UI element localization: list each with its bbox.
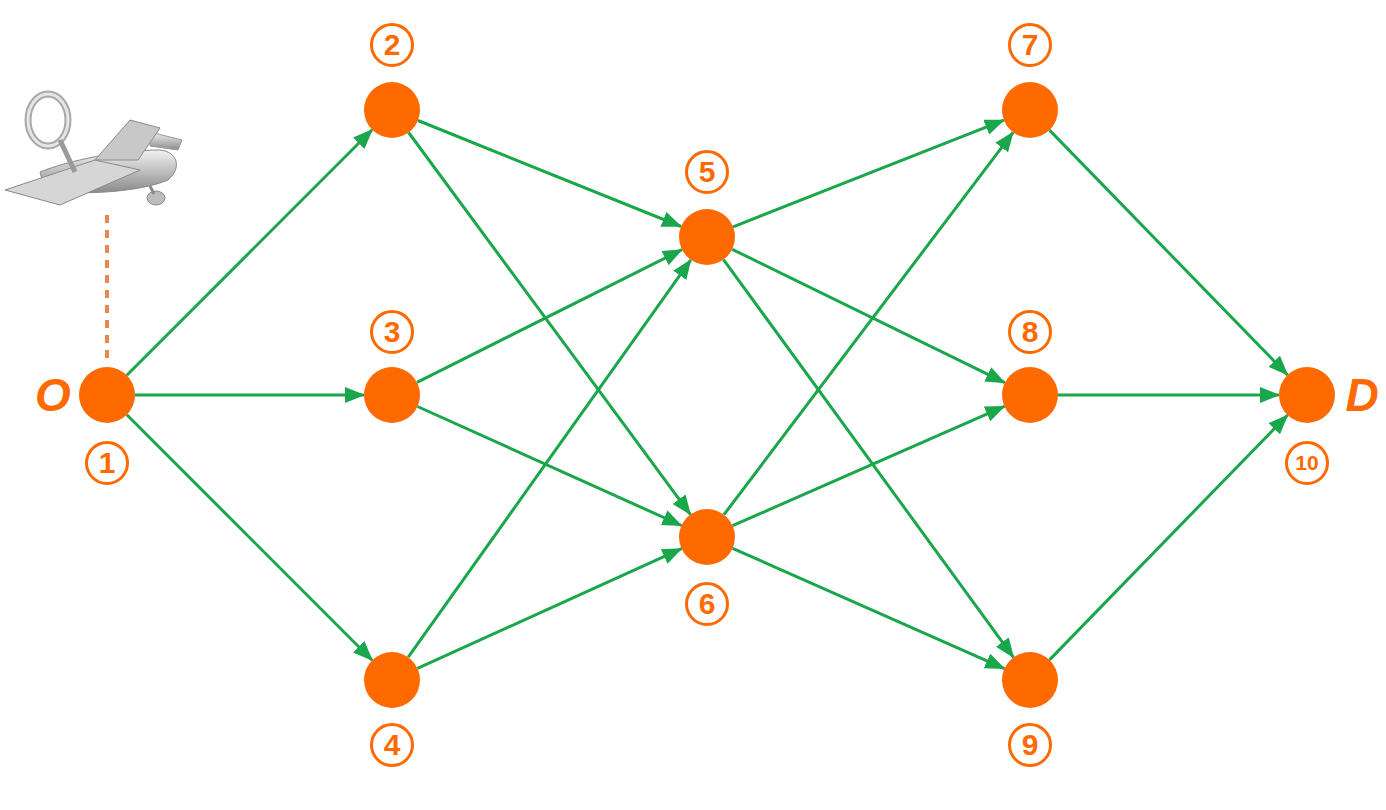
network-node	[79, 367, 135, 423]
flow-arrow	[418, 121, 681, 227]
network-node	[1002, 652, 1058, 708]
uav-plane	[5, 94, 182, 205]
network-node	[364, 367, 420, 423]
network-node	[679, 209, 735, 265]
dashed-drop-line	[105, 215, 109, 360]
node-number: 5	[685, 150, 729, 194]
network-node	[364, 652, 420, 708]
flow-arrow	[732, 249, 1005, 382]
network-node	[364, 82, 420, 138]
node-number: 6	[685, 582, 729, 626]
node-number: 7	[1008, 23, 1052, 67]
network-node	[1279, 367, 1335, 423]
network-node	[1002, 82, 1058, 138]
flow-arrow	[418, 407, 682, 526]
flow-arrow	[135, 394, 364, 397]
flow-arrow	[127, 130, 372, 375]
flow-arrow	[417, 250, 682, 383]
flow-arrow	[733, 120, 1004, 227]
flow-arrow	[733, 406, 1005, 525]
flow-arrow	[418, 549, 682, 669]
node-number: 1	[85, 441, 129, 485]
endpoint-letter: O	[35, 370, 71, 420]
flow-arrow	[733, 548, 1005, 668]
node-number: 3	[370, 310, 414, 354]
flow-arrow	[408, 260, 691, 657]
endpoint-letter: D	[1345, 370, 1378, 420]
flow-arrow	[1050, 130, 1288, 375]
node-number: 9	[1008, 723, 1052, 767]
node-number: 2	[370, 23, 414, 67]
network-node	[679, 509, 735, 565]
node-number: 8	[1008, 310, 1052, 354]
network-node	[1002, 367, 1058, 423]
flow-arrow	[127, 415, 372, 660]
flow-arrow	[1058, 394, 1279, 397]
flow-arrow	[1050, 415, 1288, 660]
node-number: 4	[370, 723, 414, 767]
flow-arrow	[724, 132, 1013, 514]
node-number: 10	[1285, 441, 1329, 485]
